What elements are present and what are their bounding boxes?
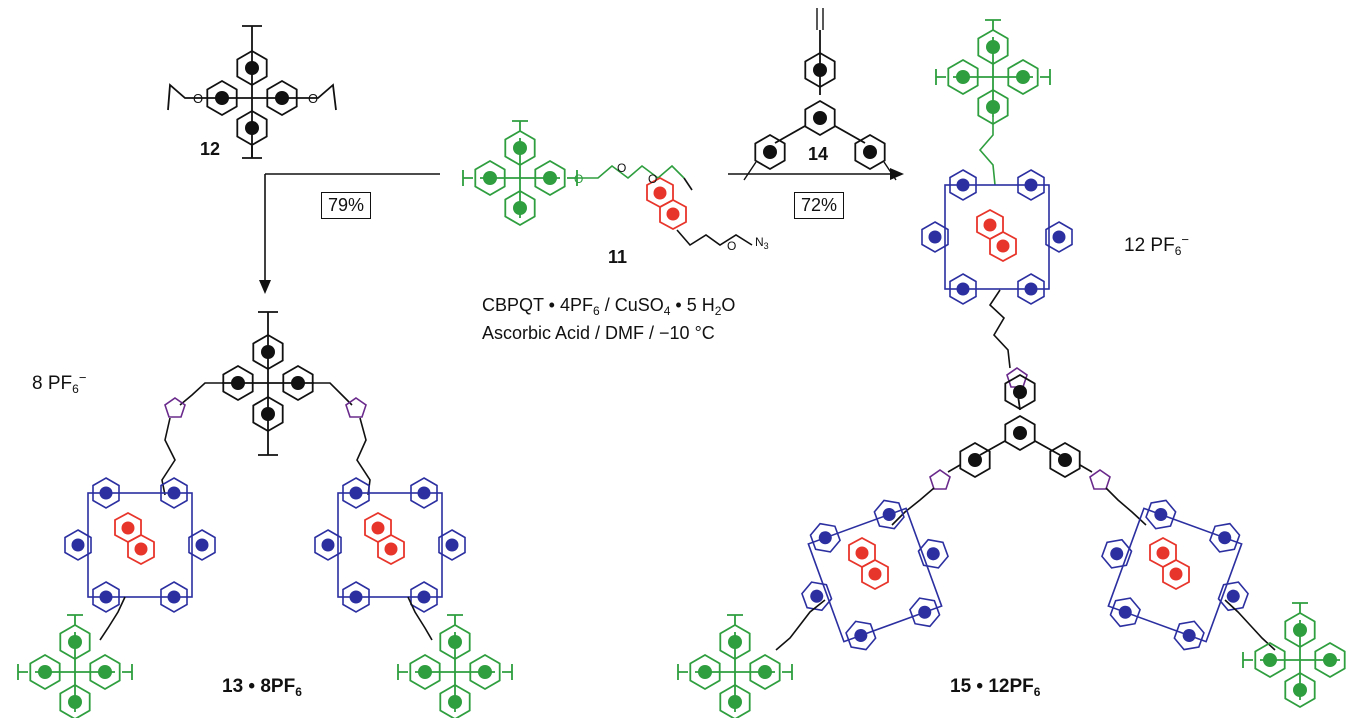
oxygen-label: O — [617, 161, 626, 175]
compound-14-structure — [743, 8, 897, 181]
product-15-label: 15 • 12PF6 — [950, 676, 1041, 699]
oxygen-label: O — [574, 172, 583, 186]
conditions-line-2: Ascorbic Acid / DMF / −10 °C — [482, 323, 715, 343]
compound-12-label: 12 — [200, 139, 220, 159]
azide-label: N3 — [755, 235, 769, 251]
yield-box-right: 72% — [794, 192, 845, 219]
compound-11-label: 11 — [608, 247, 627, 267]
conditions-line-1: CBPQT • 4PF6 / CuSO4 • 5 H2O — [482, 295, 736, 318]
counterion-left: 8 PF6− — [32, 370, 87, 396]
yield-box-left: 79% — [321, 192, 372, 219]
product-13-label: 13 • 8PF6 — [222, 676, 302, 699]
reaction-arrow-right — [728, 168, 904, 180]
compound-12-structure — [167, 25, 337, 159]
counterion-right: 12 PF6− — [1124, 232, 1189, 258]
oxygen-label: O — [727, 239, 736, 253]
product-13-structure — [18, 311, 512, 718]
compound-14-label: 14 — [808, 144, 828, 164]
reaction-arrow-left — [259, 173, 440, 294]
oxygen-label: O — [648, 172, 657, 186]
compound-11-structure — [463, 121, 753, 247]
reaction-conditions: CBPQT • 4PF6 / CuSO4 • 5 H2O Ascorbic Ac… — [482, 294, 735, 344]
oxygen-label: O — [193, 91, 203, 106]
oxygen-label: O — [308, 91, 318, 106]
product-15-structure — [678, 20, 1347, 718]
